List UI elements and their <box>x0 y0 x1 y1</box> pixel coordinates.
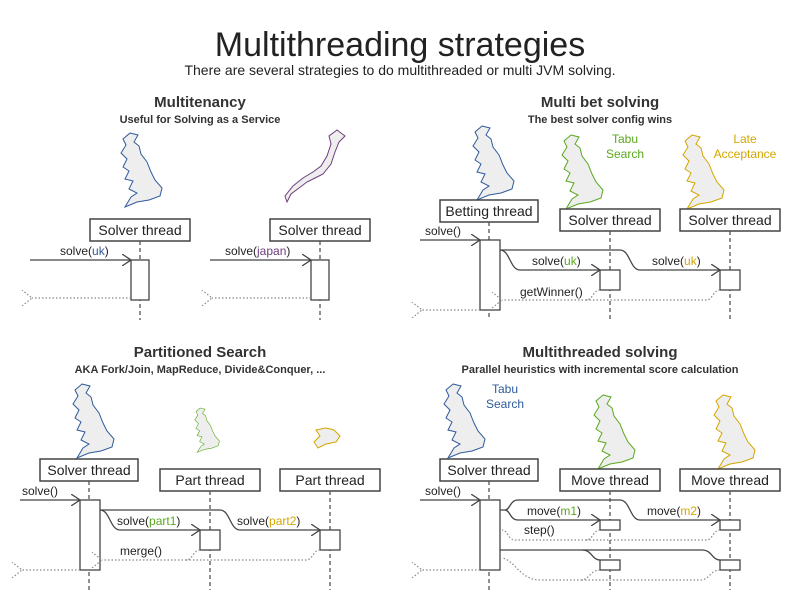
panel-multi-bet: Multi bet solving The best solver config… <box>420 94 781 320</box>
message-arrow <box>500 249 720 270</box>
uk-map-icon <box>443 383 486 459</box>
message-label: solve() <box>425 484 461 498</box>
uk-map-icon <box>561 134 604 210</box>
panel-title: Multitenancy <box>154 94 246 111</box>
thread-label: Solver thread <box>278 222 361 238</box>
thread-label: Move thread <box>571 472 649 488</box>
activation-bar <box>479 499 501 571</box>
thread-label: Part thread <box>295 472 364 488</box>
uk-map-icon <box>593 394 636 470</box>
thread-label: Solver thread <box>447 462 530 478</box>
uk-map-icon <box>120 132 163 208</box>
uk-map-icon <box>72 383 115 459</box>
uk-part-map-icon <box>194 407 220 453</box>
message-arrow <box>504 509 600 520</box>
activation-bar <box>719 519 741 531</box>
panel-subtitle: The best solver config wins <box>528 114 672 126</box>
algorithm-label: Search <box>486 397 524 411</box>
panel-title: Partitioned Search <box>134 344 267 361</box>
return-arrow <box>501 557 601 581</box>
message-label: move(m2) <box>647 504 701 518</box>
message-label: solve(uk) <box>652 254 701 268</box>
uk-map-icon <box>713 394 756 470</box>
activation-bar <box>199 529 221 551</box>
activation-bar <box>599 269 621 291</box>
panel-subtitle: AKA Fork/Join, MapReduce, Divide&Conquer… <box>75 364 326 376</box>
thread-label: Move thread <box>691 472 769 488</box>
activation-bar <box>599 519 621 531</box>
panel-title: Multi bet solving <box>541 94 659 111</box>
japan-map-icon <box>284 129 346 204</box>
algorithm-label: Late <box>733 132 757 146</box>
message-label: solve(part1) <box>117 514 180 528</box>
activation-bar <box>79 499 101 571</box>
thread-label: Solver thread <box>47 462 130 478</box>
activation-bar <box>599 559 621 571</box>
thread-label: Solver thread <box>568 212 651 228</box>
activation-bar <box>130 259 150 301</box>
uk-part-map-icon <box>313 427 341 449</box>
panel-subtitle: Useful for Solving as a Service <box>120 114 281 126</box>
message-label: solve(uk) <box>532 254 581 268</box>
panel-subtitle: Parallel heuristics with incremental sco… <box>462 364 739 376</box>
panel-title: Multithreaded solving <box>522 344 677 361</box>
message-label: move(m1) <box>527 504 581 518</box>
message-label: step() <box>524 523 555 537</box>
message-label: solve() <box>425 224 461 238</box>
return-arrow <box>580 569 721 581</box>
message-label: solve(part2) <box>237 514 300 528</box>
message-arrow <box>100 509 320 530</box>
return-arrow <box>586 289 721 301</box>
algorithm-label: Search <box>606 147 644 161</box>
page-subtitle: There are several strategies to do multi… <box>184 62 615 78</box>
activation-bar <box>719 559 741 571</box>
thread-label: Solver thread <box>98 222 181 238</box>
message-label: solve(japan) <box>225 244 290 258</box>
message-arrow <box>499 249 600 270</box>
message-label: getWinner() <box>520 285 583 299</box>
page-title: Multithreading strategies <box>215 26 585 64</box>
message-label: solve(uk) <box>60 244 109 258</box>
thread-label: Betting thread <box>445 203 532 219</box>
return-arrow <box>586 529 721 541</box>
activation-bar <box>479 239 501 311</box>
uk-map-icon <box>472 125 515 201</box>
activation-bar <box>310 259 330 301</box>
message-label: merge() <box>120 544 162 558</box>
message-arrow <box>500 549 601 561</box>
message-arrow <box>582 549 721 561</box>
message-arrow <box>99 509 200 530</box>
activation-bar <box>719 269 741 291</box>
return-arrow <box>186 549 321 561</box>
return-arrow <box>501 529 601 541</box>
panel-multitenancy: Multitenancy Useful for Solving as a Ser… <box>30 94 371 320</box>
thread-label: Solver thread <box>688 212 771 228</box>
algorithm-label: Tabu <box>492 382 518 396</box>
algorithm-label: Acceptance <box>714 147 777 161</box>
algorithm-label: Tabu <box>612 132 638 146</box>
activation-bar <box>319 529 341 551</box>
message-label: solve() <box>22 484 58 498</box>
thread-label: Part thread <box>175 472 244 488</box>
panel-multithreaded-solving: Multithreaded solving Parallel heuristic… <box>420 344 781 590</box>
panel-partitioned-search: Partitioned Search AKA Fork/Join, MapRed… <box>20 344 381 590</box>
message-arrow <box>500 499 720 520</box>
